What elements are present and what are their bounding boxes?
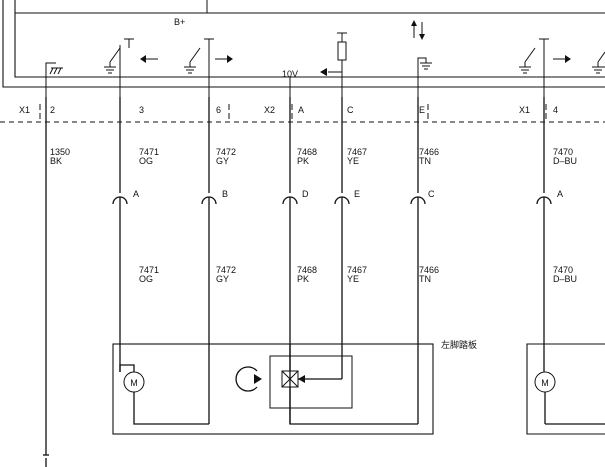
- resistor-icon: [289, 32, 347, 97]
- ground-icon: [43, 454, 49, 467]
- connector-name: X1: [19, 105, 30, 115]
- pin-label: 2: [50, 105, 55, 115]
- module-ground-icon: [45, 62, 63, 97]
- circuit-number: 7467: [347, 147, 367, 157]
- wire-color: OG: [139, 156, 153, 166]
- pin-label: 4: [553, 105, 558, 115]
- inline-pin-icon: A: [536, 189, 563, 208]
- wire-color: GY: [216, 156, 229, 166]
- rotation-sensor-icon: [235, 366, 262, 392]
- circuit-number: 7472: [216, 147, 236, 157]
- wire-color: GY: [216, 274, 229, 284]
- inline-connector: A B D E C A: [112, 189, 563, 208]
- motor-symbol: M: [541, 378, 549, 388]
- motor-symbol: M: [130, 378, 138, 388]
- signal-ground-icon: [417, 57, 432, 97]
- position-sensor-icon: [269, 344, 418, 425]
- wire-color: D–BU: [553, 274, 577, 284]
- relay-switch-icon: [104, 38, 158, 97]
- connector-name: X1: [519, 105, 530, 115]
- component-title: 左脚踏板: [441, 339, 477, 350]
- wire-color: D–BU: [553, 156, 577, 166]
- inline-pin-icon: A: [112, 189, 139, 208]
- circuit-number: 7466: [419, 147, 439, 157]
- inline-pin-label: A: [133, 189, 139, 199]
- voltage-label: 10V: [282, 69, 298, 79]
- inline-pin-label: A: [557, 189, 563, 199]
- wire-color: TN: [419, 274, 431, 284]
- circuit-number: 7467: [347, 265, 367, 275]
- circuit-number: 7471: [139, 147, 159, 157]
- inline-pin-icon: D: [282, 189, 309, 208]
- motor-icon: M: [534, 371, 605, 425]
- right-pedal-component: M: [526, 343, 605, 435]
- pin-label: C: [347, 105, 354, 115]
- bidirectional-arrows-icon: [411, 20, 425, 40]
- inline-pin-icon: B: [201, 189, 228, 208]
- relay-switch-icon: [519, 38, 571, 97]
- wire-color: YE: [347, 274, 359, 284]
- circuit-number: 7472: [216, 265, 236, 275]
- wire-color: OG: [139, 274, 153, 284]
- circuit-number: 7470: [553, 147, 573, 157]
- pin-label: A: [298, 105, 304, 115]
- connector-row: X1 X2 X1 2 3 6 A C E 4: [0, 104, 605, 123]
- supply-label: B+: [174, 17, 185, 27]
- relay-switch-icon: [592, 51, 605, 74]
- circuit-number: 7470: [553, 265, 573, 275]
- lower-wire-labels: 7471 OG 7472 GY 7468 PK 7467 YE 7466 TN …: [139, 265, 577, 284]
- wire-color: BK: [50, 156, 62, 166]
- relay-switch-icon: [184, 38, 233, 97]
- inline-pin-label: E: [354, 189, 360, 199]
- wire-color: YE: [347, 156, 359, 166]
- wire-color: PK: [297, 274, 309, 284]
- circuit-number: 7468: [297, 265, 317, 275]
- circuit-number: 7468: [297, 147, 317, 157]
- inline-pin-icon: C: [410, 189, 435, 208]
- connector-name: X2: [264, 105, 275, 115]
- pin-label: 3: [139, 105, 144, 115]
- left-pedal-component: 左脚踏板 M: [112, 339, 477, 435]
- circuit-number: 7471: [139, 265, 159, 275]
- inline-pin-label: C: [428, 189, 435, 199]
- wire-color: PK: [297, 156, 309, 166]
- inline-pin-label: B: [222, 189, 228, 199]
- inline-pin-icon: E: [334, 189, 360, 208]
- wire-color: TN: [419, 156, 431, 166]
- circuit-number: 1350: [50, 147, 70, 157]
- wires: [45, 97, 545, 455]
- pin-label: E: [419, 105, 425, 115]
- circuit-number: 7466: [419, 265, 439, 275]
- upper-wire-labels: 1350 BK 7471 OG 7472 GY 7468 PK 7467 YE …: [50, 147, 577, 166]
- pin-label: 6: [216, 105, 221, 115]
- motor-icon: M: [119, 364, 209, 425]
- inline-pin-label: D: [302, 189, 309, 199]
- control-module: B+ 10V: [2, 0, 605, 88]
